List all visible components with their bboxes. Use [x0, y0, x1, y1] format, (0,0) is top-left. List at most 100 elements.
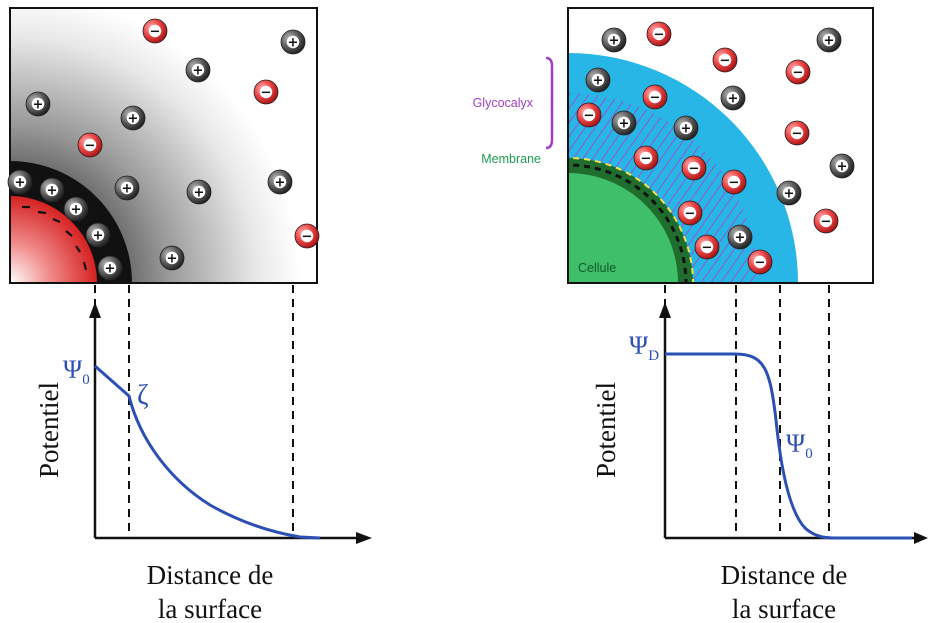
- anion-ion: −: [694, 234, 720, 260]
- minus-sign: −: [729, 176, 740, 191]
- plus-sign: +: [593, 74, 604, 89]
- left-x-axis-title-line2: la surface: [158, 594, 262, 623]
- minus-sign: −: [584, 109, 595, 124]
- left-x-axis-title-line1: Distance de: [147, 560, 274, 590]
- plus-sign: +: [681, 122, 692, 137]
- cation-ion: +: [185, 57, 211, 83]
- anion-ion: −: [813, 208, 839, 234]
- minus-sign: −: [792, 127, 803, 142]
- minus-sign: −: [302, 230, 313, 245]
- plus-sign: +: [194, 186, 205, 201]
- cation-ion: +: [63, 196, 89, 222]
- anion-ion: −: [677, 200, 703, 226]
- zeta-label: ζ: [137, 380, 149, 411]
- right-x-axis-title-line2: la surface: [732, 594, 836, 623]
- left-y-axis-title: Potentiel: [34, 382, 64, 478]
- plus-sign: +: [275, 176, 286, 191]
- right-guide-lines: [664, 285, 830, 538]
- minus-sign: −: [689, 162, 700, 177]
- minus-sign: −: [755, 256, 766, 271]
- left-illustration-frame: [9, 7, 318, 284]
- cation-ion: +: [97, 255, 123, 281]
- anion-ion: −: [253, 79, 279, 105]
- left-axes: [89, 302, 372, 544]
- cation-ion: +: [673, 115, 699, 141]
- cation-ion: +: [585, 67, 611, 93]
- right-illustration-frame: [567, 7, 874, 284]
- right-x-axis-title-line1: Distance de: [721, 560, 848, 590]
- plus-sign: +: [105, 262, 116, 277]
- cation-ion: +: [829, 153, 855, 179]
- plus-sign: +: [609, 34, 620, 49]
- cation-ion: +: [727, 224, 753, 250]
- plus-sign: +: [824, 34, 835, 49]
- membrane-label: Membrane: [481, 152, 541, 166]
- minus-sign: −: [720, 54, 731, 69]
- anion-ion: −: [642, 84, 668, 110]
- anion-ion: −: [681, 155, 707, 181]
- psi0-right-label: Ψ0: [786, 429, 813, 462]
- cation-ion: +: [611, 110, 637, 136]
- plus-sign: +: [784, 187, 795, 202]
- charged-particle-surface: [10, 196, 97, 283]
- right-potential-curve: [665, 352, 912, 540]
- plus-sign: +: [15, 176, 26, 191]
- minus-sign: −: [654, 28, 665, 43]
- cation-ion: +: [280, 29, 306, 55]
- plus-sign: +: [288, 36, 299, 51]
- left-potential-curve: [94, 364, 321, 540]
- plus-sign: +: [71, 203, 82, 218]
- psiD-label: ΨD: [629, 331, 659, 364]
- glycocalyx-label: Glycocalyx: [473, 96, 534, 110]
- cation-ion: +: [816, 27, 842, 53]
- plus-sign: +: [728, 92, 739, 107]
- anion-ion: −: [785, 59, 811, 85]
- right-x-arrow: [914, 532, 928, 544]
- left-illustration: [10, 8, 317, 283]
- glycocalyx-bracket: [545, 56, 554, 150]
- psi0-label: Ψ0: [63, 355, 90, 388]
- right-y-axis-title: Potentiel: [591, 382, 621, 478]
- plus-sign: +: [619, 117, 630, 132]
- minus-sign: −: [821, 215, 832, 230]
- plus-sign: +: [167, 252, 178, 267]
- anion-ion: −: [784, 120, 810, 146]
- plus-sign: +: [193, 64, 204, 79]
- cation-ion: +: [159, 245, 185, 271]
- plus-sign: +: [33, 98, 44, 113]
- cation-ion: +: [720, 85, 746, 111]
- plus-sign: +: [47, 184, 58, 199]
- cell-body: [568, 173, 678, 283]
- minus-sign: −: [685, 207, 696, 222]
- anion-ion: −: [646, 21, 672, 47]
- minus-sign: −: [641, 152, 652, 167]
- anion-ion: −: [294, 223, 320, 249]
- anion-ion: −: [712, 47, 738, 73]
- cation-ion: +: [601, 27, 627, 53]
- minus-sign: −: [150, 25, 161, 40]
- plus-sign: +: [735, 231, 746, 246]
- anion-ion: −: [633, 145, 659, 171]
- anion-ion: −: [747, 249, 773, 275]
- plus-sign: +: [93, 229, 104, 244]
- cation-ion: +: [39, 177, 65, 203]
- cation-ion: +: [85, 222, 111, 248]
- anion-ion: −: [142, 18, 168, 44]
- minus-sign: −: [793, 66, 804, 81]
- cation-ion: +: [776, 180, 802, 206]
- anion-ion: −: [576, 102, 602, 128]
- left-ions: − + + − + + − + + + + + + + − + +: [7, 18, 320, 281]
- right-y-arrow: [659, 302, 671, 318]
- cell-label: Cellule: [578, 261, 616, 275]
- plus-sign: +: [122, 182, 133, 197]
- minus-sign: −: [261, 86, 272, 101]
- cation-ion: +: [120, 105, 146, 131]
- minus-sign: −: [85, 139, 96, 154]
- cation-ion: +: [186, 179, 212, 205]
- surface-negative-charges: [22, 205, 88, 271]
- cation-ion: +: [7, 169, 33, 195]
- minus-sign: −: [702, 241, 713, 256]
- minus-sign: −: [650, 91, 661, 106]
- right-ions: +−−++−−+−++−−−+−+−−+−−: [576, 21, 855, 275]
